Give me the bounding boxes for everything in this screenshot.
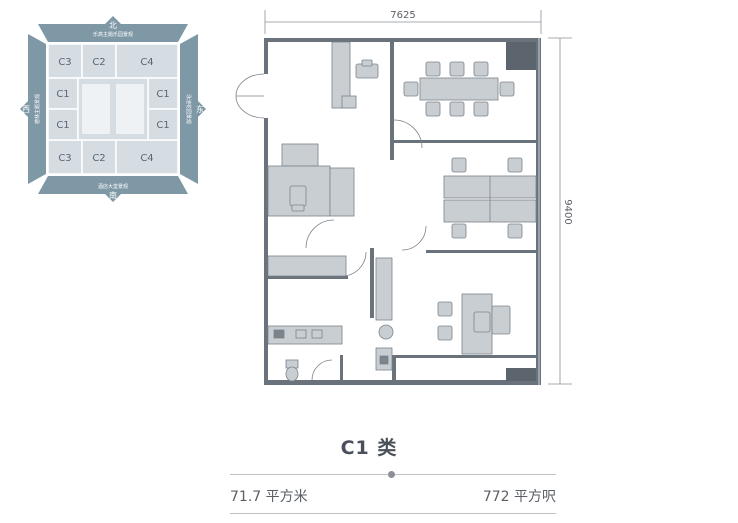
cell-top-right: C4 (140, 57, 153, 68)
north-marker (105, 16, 121, 32)
east-label: 东 (196, 104, 204, 114)
cell-right-2: C1 (156, 120, 169, 131)
atrium-right (116, 84, 144, 134)
reception-desk (331, 41, 379, 109)
east-view-text: 泳池花园景观 (185, 94, 192, 124)
lounge-furniture (267, 143, 355, 217)
area-square-feet: 772 平方呎 (482, 489, 556, 505)
interior-walls (268, 42, 536, 381)
office-furniture (437, 293, 511, 355)
atrium-left (82, 84, 110, 134)
south-label: 南 (109, 190, 117, 200)
washroom-fixtures (285, 347, 393, 382)
east-band (180, 34, 198, 184)
south-band (38, 176, 188, 194)
cabinets (267, 255, 393, 321)
depth-dimension-label: 9400 (562, 199, 573, 224)
area-square-meters: 71.7 平方米 (230, 489, 308, 505)
corner-column-bottom (506, 368, 536, 381)
divider-dot (388, 471, 395, 478)
west-marker (20, 101, 36, 117)
pantry (267, 324, 394, 345)
west-band (28, 34, 46, 184)
cell-right-1: C1 (156, 89, 169, 100)
depth-dimension (548, 37, 572, 385)
cell-bottom-mid: C2 (92, 153, 105, 164)
north-band (38, 24, 188, 42)
south-view-text: 酒店大堂景观 (98, 183, 128, 190)
cell-top-left: C3 (58, 57, 71, 68)
east-marker (190, 101, 206, 117)
key-plan: 北 南 西 东 乐高主题乐园景观 酒店大堂景观 德林主题景观 泳池花园景观 C3… (20, 16, 206, 202)
exterior-walls (264, 38, 541, 385)
entry-door (235, 73, 265, 119)
south-marker (105, 186, 121, 202)
cell-bottom-right: C4 (140, 153, 153, 164)
west-view-text: 德林主题景观 (34, 94, 41, 124)
interior-doors (305, 119, 427, 381)
workstations (443, 157, 537, 239)
north-label: 北 (109, 21, 117, 30)
meeting-table (403, 61, 515, 117)
cell-left-2: C1 (56, 120, 69, 131)
cell-top-mid: C2 (92, 57, 105, 68)
floor-plan: 7625 9400 (235, 10, 573, 385)
width-dimension (264, 10, 542, 34)
unit-type-title: C1 类 (340, 437, 398, 459)
unit-grid (47, 43, 179, 175)
cell-left-1: C1 (56, 89, 69, 100)
bottom-rule (230, 513, 556, 514)
north-view-text: 乐高主题乐园景观 (93, 31, 133, 38)
corner-column-top (506, 42, 536, 70)
west-label: 西 (22, 105, 30, 114)
width-dimension-label: 7625 (390, 10, 415, 21)
cell-bottom-left: C3 (58, 153, 71, 164)
